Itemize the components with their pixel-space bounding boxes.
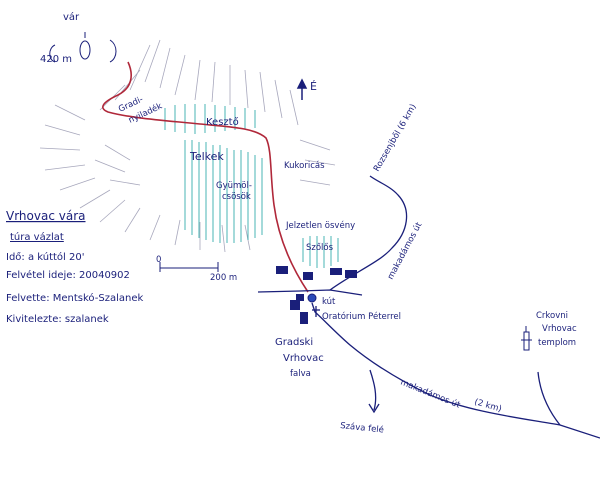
area-keszeto: Kesztő <box>206 116 239 128</box>
area-telkek: Telkek <box>189 150 224 163</box>
road-label-rozsenj: Rozsenjből (6 km) <box>372 103 419 174</box>
village-buildings <box>276 266 357 324</box>
chapel-label: Oratórium Péterrel <box>322 311 401 322</box>
church-label-1: Crkovni <box>536 311 568 321</box>
area-szolos: Szőlős <box>306 243 334 253</box>
info-title-2: túra vázlat <box>10 231 64 243</box>
area-kukoricas: Kukoricás <box>284 161 325 171</box>
road-label-szava: Száva felé <box>340 420 385 436</box>
road-upper <box>329 175 408 291</box>
well-label: kút <box>322 297 336 307</box>
hiking-trail <box>102 61 309 293</box>
north-label: É <box>310 80 317 93</box>
info-felvette: Felvette: Mentskó-Szalanek <box>6 292 143 304</box>
village-label-2: Vrhovac <box>283 353 324 364</box>
area-gyumolcsosok-2: csösök <box>222 192 251 202</box>
info-felvetel-ideje: Felvétel ideje: 20040902 <box>6 269 130 281</box>
north-arrow <box>296 78 308 100</box>
well-icon <box>307 293 317 303</box>
road-main <box>257 289 363 296</box>
chapel-icon <box>312 306 320 317</box>
church-label-3: templom <box>538 338 576 348</box>
village-label-3: falva <box>290 369 311 379</box>
info-ido: Idő: a kúttól 20' <box>6 251 84 263</box>
village-label-1: Gradski <box>275 337 313 348</box>
castle-elevation: 420 m <box>40 54 72 65</box>
castle-bracket <box>49 39 117 63</box>
church-icon <box>521 326 532 351</box>
road-church <box>537 371 561 426</box>
road-label-makadam-lower: makadámos út <box>399 378 462 411</box>
church-label-2: Vrhovac <box>542 324 577 334</box>
area-jelzetlen: Jelzetlen ösvény <box>285 220 355 231</box>
road-village <box>311 302 600 439</box>
vineyard-area <box>302 236 339 268</box>
scale-zero: 0 <box>156 255 161 265</box>
castle-icon <box>79 32 91 60</box>
scale-label: 200 m <box>210 273 237 283</box>
roads <box>257 175 600 439</box>
orchard-area <box>184 140 263 243</box>
road-label-makadam-upper: makadámos út <box>386 220 425 281</box>
area-gyumolcsosok-1: Gyümöl- <box>216 181 252 191</box>
info-kivitelezte: Kivitelezte: szalanek <box>6 314 109 325</box>
scale-bar <box>159 262 219 272</box>
info-title-1: Vrhovac vára <box>6 209 86 223</box>
castle-label: vár <box>63 11 80 23</box>
road-szava <box>369 369 377 411</box>
